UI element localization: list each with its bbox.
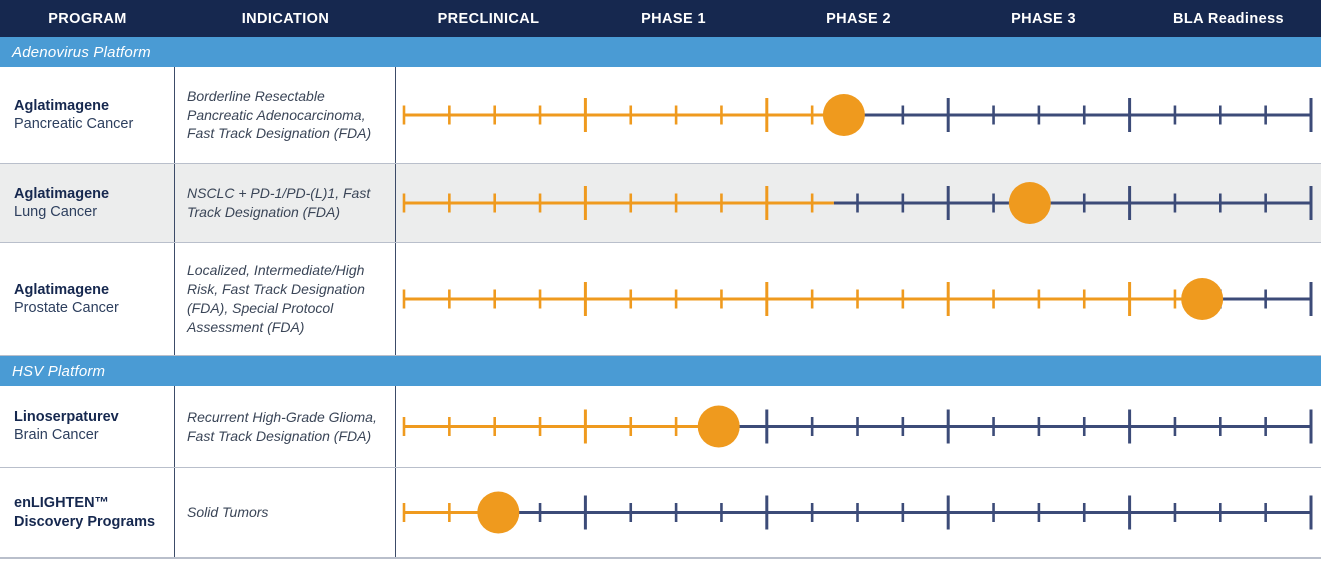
program-name: Aglatimagene: [14, 97, 110, 114]
program-indication-short: Prostate Cancer: [14, 299, 119, 316]
platform-band-label: HSV Platform: [12, 362, 106, 380]
column-header-indication: INDICATION: [241, 10, 330, 27]
pipeline-row: enLIGHTEN™ Discovery Programs Solid Tumor…: [0, 468, 1321, 558]
indication-cell: Recurrent High-Grade Glioma, Fast Track …: [175, 386, 396, 467]
program-indication-short: Pancreatic Cancer: [14, 115, 134, 132]
indication-text: Borderline Resectable Pancreatic Adenoca…: [187, 87, 372, 142]
milestone-marker: [1181, 278, 1224, 320]
program-indication-short: Brain Cancer: [14, 427, 99, 444]
milestone-marker: [697, 405, 740, 448]
indication-text: NSCLC + PD-1/PD-(L)1, Fast Track Designa…: [187, 185, 371, 220]
program-cell: enLIGHTEN™ Discovery Programs: [0, 468, 175, 557]
progress-track: [396, 164, 1321, 242]
indication-cell: Localized, Intermediate/High Risk, Fast …: [175, 243, 396, 355]
milestone-marker: [477, 491, 520, 534]
program-indication-short: Lung Cancer: [14, 203, 98, 220]
progress-track: [396, 243, 1321, 355]
progress-track: [396, 67, 1321, 163]
column-header-preclinical: PRECLINICAL: [437, 10, 540, 27]
table-header: PROGRAM INDICATION PRECLINICAL PHASE 1 P…: [0, 0, 1321, 37]
indication-text: Localized, Intermediate/High Risk, Fast …: [187, 262, 365, 335]
milestone-marker: [1008, 182, 1051, 224]
program-name: Aglatimagene: [14, 185, 110, 202]
program-name: Aglatimagene: [14, 281, 110, 298]
platform-band-label: Adenovirus Platform: [12, 43, 151, 61]
indication-cell: Solid Tumors: [175, 468, 396, 557]
indication-cell: NSCLC + PD-1/PD-(L)1, Fast Track Designa…: [175, 164, 396, 242]
column-header-phase1: PHASE 1: [641, 10, 706, 27]
column-header-bla-readiness: BLA Readiness: [1172, 10, 1285, 27]
bottom-rule: [0, 558, 1321, 559]
column-header-phase2: PHASE 2: [826, 10, 891, 27]
progress-track: [396, 468, 1321, 557]
column-header-program: PROGRAM: [48, 10, 127, 27]
indication-text: Recurrent High-Grade Glioma, Fast Track …: [187, 408, 377, 444]
indication-cell: Borderline Resectable Pancreatic Adenoca…: [175, 67, 396, 163]
program-name: enLIGHTEN™ Discovery Programs: [14, 495, 156, 530]
platform-band-hsv: HSV Platform: [0, 356, 1321, 386]
indication-text: Solid Tumors: [187, 504, 269, 521]
column-header-phase3: PHASE 3: [1011, 10, 1076, 27]
milestone-marker: [822, 94, 865, 136]
progress-track: [396, 386, 1321, 467]
platform-band-adenovirus: Adenovirus Platform: [0, 37, 1321, 67]
program-name: Linoserpaturev: [14, 409, 119, 426]
